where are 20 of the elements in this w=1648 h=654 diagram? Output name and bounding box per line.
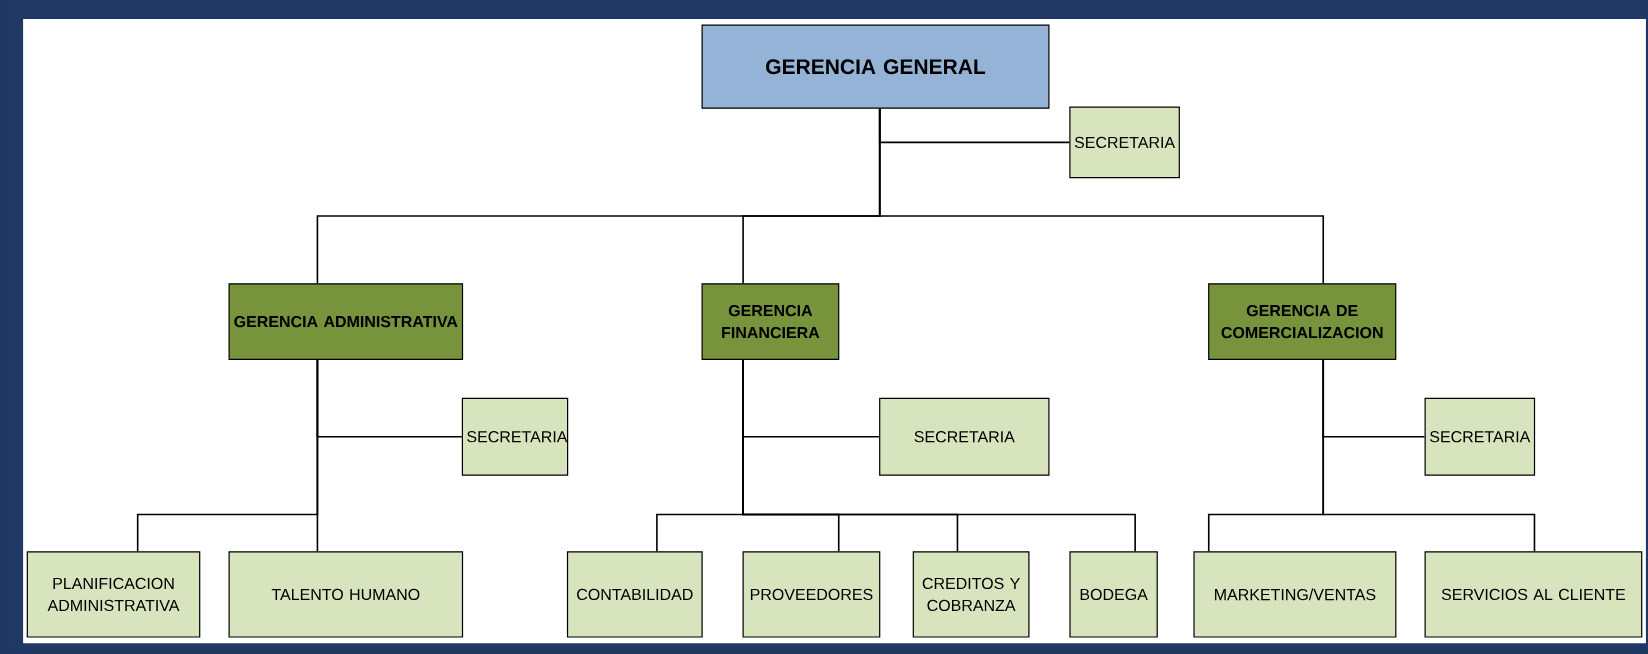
unit-box: PROVEEDORES bbox=[742, 551, 881, 638]
unit-box: BODEGA bbox=[1069, 551, 1158, 638]
connector-line bbox=[1322, 359, 1536, 552]
secretary-box: SECRETARIA bbox=[879, 397, 1050, 476]
department-box: GERENCIA FINANCIERA bbox=[701, 283, 840, 360]
connector-line bbox=[742, 359, 1136, 552]
unit-box: SERVICIOS AL CLIENTE bbox=[1424, 551, 1643, 638]
department-box: GERENCIA DE COMERCIALIZACION bbox=[1208, 283, 1397, 360]
connector-line bbox=[316, 359, 319, 552]
manager-box: GERENCIA GENERAL bbox=[701, 24, 1050, 109]
unit-box: CONTABILIDAD bbox=[566, 551, 703, 638]
secretary-box: SECRETARIA bbox=[1069, 106, 1180, 179]
unit-box: TALENTO HUMANO bbox=[228, 551, 464, 638]
unit-box: MARKETING/VENTAS bbox=[1193, 551, 1397, 638]
department-box: GERENCIA ADMINISTRATIVA bbox=[228, 283, 464, 360]
secretary-box: SECRETARIA bbox=[461, 397, 569, 476]
connector-line bbox=[878, 108, 1325, 284]
secretary-box: SECRETARIA bbox=[1424, 397, 1536, 476]
unit-box: PLANIFICACION ADMINISTRATIVA bbox=[26, 551, 201, 638]
unit-box: CREDITOS Y COBRANZA bbox=[912, 551, 1030, 638]
